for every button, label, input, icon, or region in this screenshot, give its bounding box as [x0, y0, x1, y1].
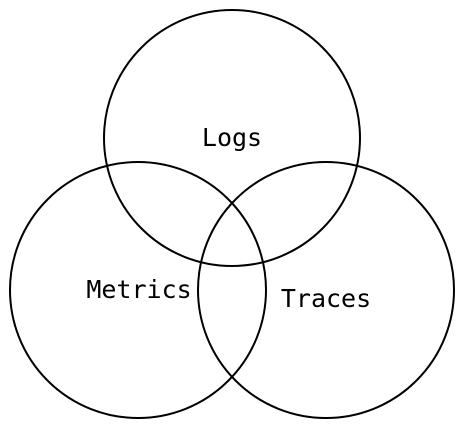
- metrics-label: Metrics: [86, 275, 191, 304]
- traces-circle: [197, 161, 455, 419]
- logs-circle: [103, 9, 361, 267]
- logs-label: Logs: [202, 123, 262, 152]
- metrics-circle: [9, 161, 267, 419]
- traces-label: Traces: [281, 284, 371, 313]
